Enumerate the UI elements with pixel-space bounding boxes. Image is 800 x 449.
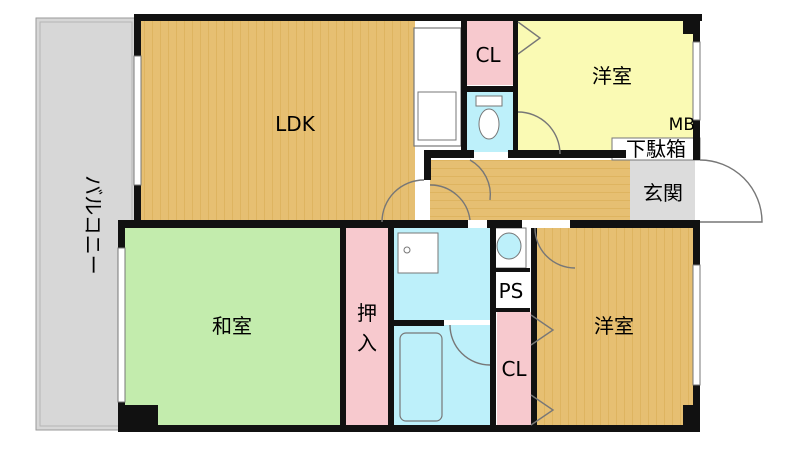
western-room-bottom	[536, 228, 696, 428]
ps-label: PS	[499, 279, 524, 303]
oshiire-closet	[346, 228, 388, 428]
toilet-bowl-icon	[478, 108, 500, 140]
ldk-label: LDK	[275, 112, 316, 136]
windows	[117, 41, 701, 403]
entrance-area	[630, 160, 695, 220]
cl-top-label: CL	[475, 43, 501, 67]
balcony-label: バルコニー	[81, 175, 105, 275]
washitsu-room	[125, 228, 340, 428]
mb-label: MB	[669, 115, 695, 135]
oshiire-label-top: 押	[357, 301, 377, 325]
ps-area	[492, 272, 530, 308]
oshiire-label-bottom: 入	[357, 331, 377, 355]
sink	[417, 91, 457, 141]
ldk-room	[140, 20, 415, 220]
walls	[118, 14, 702, 432]
closet-bottom	[497, 312, 531, 427]
hallway	[430, 160, 630, 220]
toilet-tank-icon	[475, 95, 503, 107]
closet-top	[467, 20, 513, 85]
western-top-label: 洋室	[592, 64, 632, 88]
cl-bottom-label: CL	[501, 357, 527, 381]
shoe-box-label: 下駄箱	[626, 137, 686, 161]
western-bottom-label: 洋室	[594, 314, 634, 338]
bathtub-icon	[399, 332, 443, 422]
svg-text:バルコニー: バルコニー	[81, 175, 105, 275]
entrance-label: 玄関	[643, 181, 683, 205]
washitsu-label: 和室	[212, 314, 252, 338]
washing-machine-icon	[397, 232, 439, 274]
door-swings	[381, 21, 763, 426]
western-room-top	[518, 20, 698, 155]
